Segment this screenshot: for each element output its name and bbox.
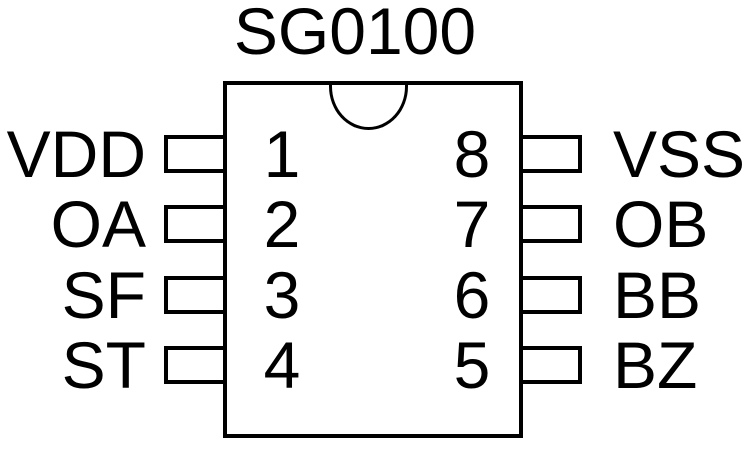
pin-pad-6 — [518, 276, 582, 314]
pin-number-1: 1 — [263, 117, 301, 191]
pin-label-vss: VSS — [613, 117, 746, 191]
pin-label-ob: OB — [613, 187, 709, 261]
pin-pad-5 — [518, 346, 582, 384]
pin-number-8: 8 — [453, 117, 491, 191]
pin-label-vdd: VDD — [6, 117, 146, 191]
pin-label-sf: SF — [61, 258, 146, 332]
pin-number-6: 6 — [453, 258, 491, 332]
pin-label-oa: OA — [50, 187, 146, 261]
pin-number-7: 7 — [453, 187, 491, 261]
pin-number-3: 3 — [263, 258, 301, 332]
chip-body — [223, 81, 523, 438]
pin-number-2: 2 — [263, 187, 301, 261]
pin-label-bz: BZ — [613, 328, 698, 402]
pin-pad-3 — [164, 276, 228, 314]
pin-pad-2 — [164, 205, 228, 243]
pin-pad-4 — [164, 346, 228, 384]
chip-title: SG0100 — [233, 0, 477, 68]
pin-pad-8 — [518, 135, 582, 173]
pin-pad-1 — [164, 135, 228, 173]
pin-number-4: 4 — [263, 328, 301, 402]
pin-label-st: ST — [61, 328, 146, 402]
pin-label-bb: BB — [613, 258, 702, 332]
pin-number-5: 5 — [453, 328, 491, 402]
pin-pad-7 — [518, 205, 582, 243]
